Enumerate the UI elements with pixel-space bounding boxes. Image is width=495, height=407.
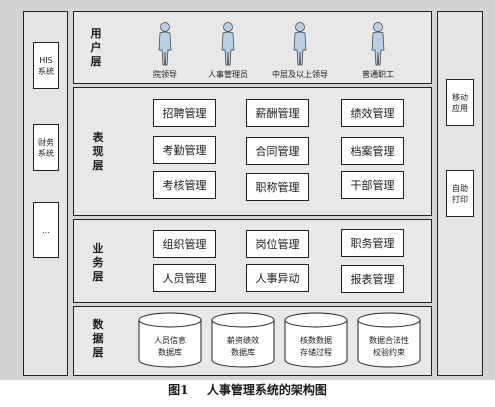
database-label-line1: 人员信息 [154,335,186,345]
person-icon [221,22,235,66]
mobile-app-label-line2: 应用 [452,103,468,113]
presentation-layer-label-char: 层 [92,159,104,172]
database-label-line1: 核数数据 [300,335,332,345]
role-label: 普通职工 [362,70,394,79]
other-system-label: … [42,225,50,235]
role-label: 中层及以上领导 [272,70,328,79]
data-layer-label-char: 层 [92,346,104,359]
person-icon [293,22,307,66]
data-layer-label-char: 数 [92,318,104,331]
other-system-box: … [33,202,59,258]
presentation-layer-label: 表 现 层 [91,131,105,173]
role-label: 人事管理员 [208,70,248,79]
module-box: 考核管理 [153,171,216,199]
mobile-app-label-line1: 移动 [452,92,468,102]
finance-system-label-line1: 财务 [38,137,54,147]
module-box: 组织管理 [153,230,216,258]
data-layer-label: 数 据 层 [91,318,105,360]
database-cylinder: 核数数据 存储过程 [284,312,348,368]
person-icon [371,22,385,66]
finance-system-box: 财务 系统 [33,124,59,171]
his-system-label-line2: 系统 [38,66,54,76]
database-label-line2: 存储过程 [300,347,332,357]
person-icon [158,22,172,66]
user-layer-label-char: 户 [90,41,102,54]
database-cylinder: 人员信息 数据库 [138,312,202,368]
self-print-box: 自助 打印 [446,170,474,217]
database-label-line2: 校验约束 [373,347,405,357]
business-layer-label-char: 务 [92,256,104,269]
figure-caption: 图1 人事管理系统的架构图 [0,380,495,407]
database-label-line1: 薪资绩效 [227,335,259,345]
database-label-line2: 数据库 [158,347,182,357]
user-layer-label-char: 层 [90,55,102,68]
module-box: 岗位管理 [246,230,309,258]
role-label: 院领导 [153,70,177,79]
self-print-label-line1: 自助 [452,183,468,193]
user-layer-label-char: 用 [90,27,102,40]
module-box: 档案管理 [341,137,404,165]
module-box: 考勤管理 [153,136,216,164]
database-label-line2: 数据库 [231,347,255,357]
module-box: 合同管理 [246,137,309,165]
database-label-line1: 数据合法性 [369,335,409,345]
database-cylinder: 数据合法性 校验约束 [357,312,421,368]
business-layer-label-char: 业 [92,242,104,255]
module-box: 人员管理 [153,264,216,292]
figure-title: 人事管理系统的架构图 [206,383,327,397]
module-box: 报表管理 [341,265,404,293]
finance-system-label-line2: 系统 [38,148,54,158]
business-layer-label: 业 务 层 [91,242,105,284]
module-box: 干部管理 [341,171,404,199]
presentation-layer-label-char: 现 [92,145,104,158]
his-system-box: HIS 系统 [33,42,59,89]
data-layer-label-char: 据 [92,332,104,345]
his-system-label-line1: HIS [39,55,53,65]
module-box: 招聘管理 [153,99,216,127]
module-box: 职称管理 [246,173,309,201]
self-print-label-line2: 打印 [452,194,468,204]
user-layer-label: 用 户 层 [89,27,103,69]
mobile-app-box: 移动 应用 [446,79,474,126]
presentation-layer-label-char: 表 [92,131,104,144]
module-box: 人事异动 [246,264,309,292]
module-box: 绩效管理 [341,99,404,127]
business-layer-label-char: 层 [92,270,104,283]
figure-number: 图1 [168,383,189,397]
database-cylinder: 薪资绩效 数据库 [211,312,275,368]
module-box: 职务管理 [341,229,404,257]
module-box: 薪酬管理 [246,99,309,127]
